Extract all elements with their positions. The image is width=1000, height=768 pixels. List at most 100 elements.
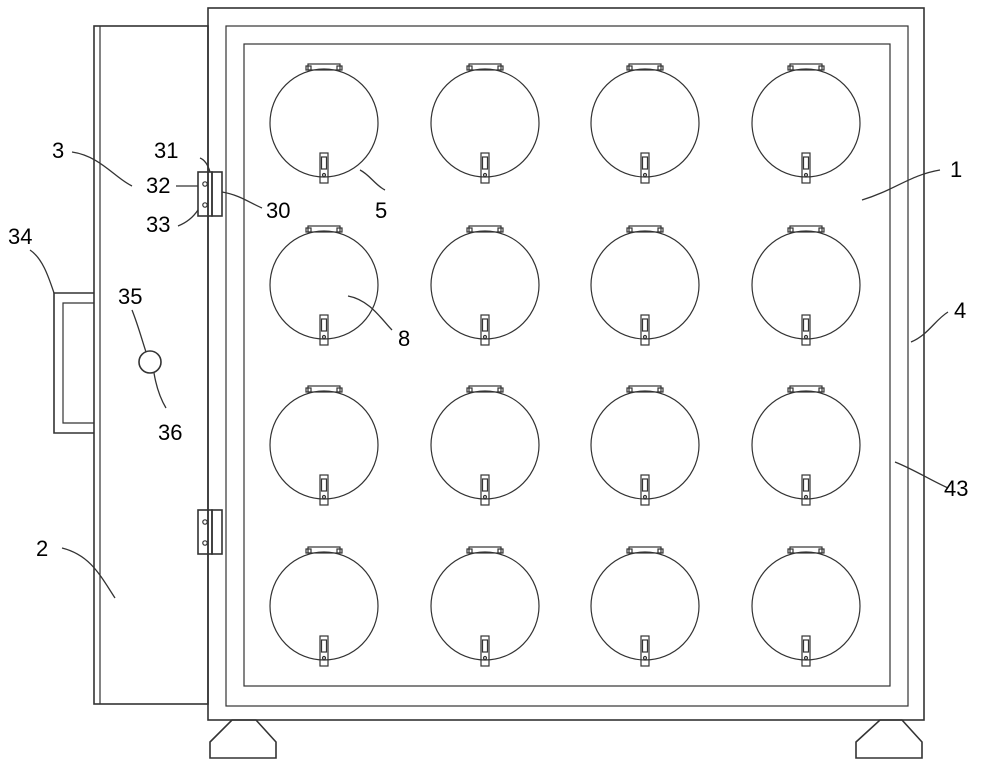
cabinet-panel — [243, 43, 891, 687]
holder-latch-pin — [642, 172, 648, 178]
holder-top-clip — [628, 385, 662, 393]
holder-top-clip-tab-left — [787, 387, 794, 393]
door-panel — [93, 25, 209, 705]
holder-4-4 — [751, 546, 861, 667]
holder-top-clip — [307, 225, 341, 233]
right-foot — [855, 719, 923, 759]
holder-top-clip — [307, 385, 341, 393]
holder-latch-slot — [641, 318, 649, 332]
holder-top-clip-tab-left — [305, 387, 312, 393]
holder-ring — [590, 551, 700, 661]
label-30: 30 — [266, 198, 290, 223]
holder-latch-pin — [803, 494, 809, 500]
holder-latch — [640, 314, 650, 346]
holder-latch-pin — [803, 655, 809, 661]
label-35: 35 — [118, 284, 142, 309]
holder-top-clip — [789, 225, 823, 233]
holder-top-clip — [468, 63, 502, 71]
label-32: 32 — [146, 173, 170, 198]
holder-top-clip-tab-right — [336, 387, 343, 393]
holder-latch-pin — [803, 172, 809, 178]
holder-latch — [801, 152, 811, 184]
holder-latch — [319, 635, 329, 667]
holder-latch — [480, 635, 490, 667]
holder-top-clip-tab-right — [336, 548, 343, 554]
holder-top-clip-tab-right — [818, 227, 825, 233]
door-lock-knob — [138, 350, 162, 374]
holder-1-2 — [430, 63, 540, 184]
holder-top-clip-tab-left — [466, 227, 473, 233]
holder-latch-slot — [320, 478, 328, 492]
holder-top-clip-tab-right — [657, 548, 664, 554]
holder-latch-pin — [482, 494, 488, 500]
label-4: 4 — [954, 298, 966, 323]
holder-latch-slot — [320, 639, 328, 653]
holder-latch-slot — [481, 318, 489, 332]
label-34: 34 — [8, 224, 32, 249]
holder-top-clip — [468, 225, 502, 233]
holder-latch — [640, 152, 650, 184]
label-3: 3 — [52, 138, 64, 163]
holder-latch-pin — [482, 334, 488, 340]
leader-3 — [71, 151, 133, 187]
holder-ring — [590, 230, 700, 340]
holder-top-clip-tab-left — [466, 387, 473, 393]
holder-ring — [430, 551, 540, 661]
leader-36 — [153, 372, 167, 409]
holder-top-clip-tab-right — [497, 548, 504, 554]
holder-latch-slot — [802, 639, 810, 653]
label-43: 43 — [944, 476, 968, 501]
holder-latch — [480, 314, 490, 346]
upper-hinge — [197, 171, 223, 217]
holder-top-clip-tab-left — [787, 227, 794, 233]
holder-latch-slot — [802, 318, 810, 332]
leader-2 — [61, 547, 116, 599]
holder-top-clip-tab-right — [657, 387, 664, 393]
holder-top-clip-tab-right — [497, 227, 504, 233]
holder-ring — [430, 230, 540, 340]
door-handle-inner — [62, 302, 94, 424]
holder-top-clip-tab-right — [497, 65, 504, 71]
cabinet-body — [207, 7, 925, 721]
holder-ring — [590, 68, 700, 178]
leader-1 — [861, 169, 941, 201]
holder-top-clip-tab-left — [626, 387, 633, 393]
holder-latch — [640, 635, 650, 667]
holder-3-4 — [751, 385, 861, 506]
holder-latch-slot — [481, 478, 489, 492]
holder-3-2 — [430, 385, 540, 506]
holder-2-1 — [269, 225, 379, 346]
holder-ring — [590, 390, 700, 500]
holder-top-clip — [628, 63, 662, 71]
holder-top-clip-tab-left — [305, 227, 312, 233]
holder-top-clip-tab-left — [466, 548, 473, 554]
holder-latch-slot — [481, 639, 489, 653]
holder-1-3 — [590, 63, 700, 184]
holder-latch-pin — [642, 334, 648, 340]
leader-8 — [347, 295, 393, 331]
holder-latch — [640, 474, 650, 506]
holder-latch-slot — [641, 156, 649, 170]
label-36: 36 — [158, 420, 182, 445]
holder-latch-pin — [321, 655, 327, 661]
holder-latch-slot — [641, 478, 649, 492]
holder-latch-slot — [320, 156, 328, 170]
holder-latch-pin — [642, 494, 648, 500]
holder-top-clip — [307, 63, 341, 71]
holder-ring — [269, 551, 379, 661]
holder-latch — [480, 474, 490, 506]
holder-top-clip — [789, 63, 823, 71]
holder-top-clip-tab-right — [818, 387, 825, 393]
holder-top-clip — [628, 225, 662, 233]
cabinet-inner-frame — [225, 25, 909, 707]
holder-latch — [801, 314, 811, 346]
holder-latch-slot — [481, 156, 489, 170]
holder-top-clip-tab-right — [497, 387, 504, 393]
holder-latch-pin — [482, 655, 488, 661]
holder-ring — [269, 390, 379, 500]
holder-top-clip-tab-left — [305, 548, 312, 554]
holder-top-clip — [468, 385, 502, 393]
holder-latch-slot — [641, 639, 649, 653]
leader-43 — [894, 461, 949, 489]
holder-top-clip — [307, 546, 341, 554]
